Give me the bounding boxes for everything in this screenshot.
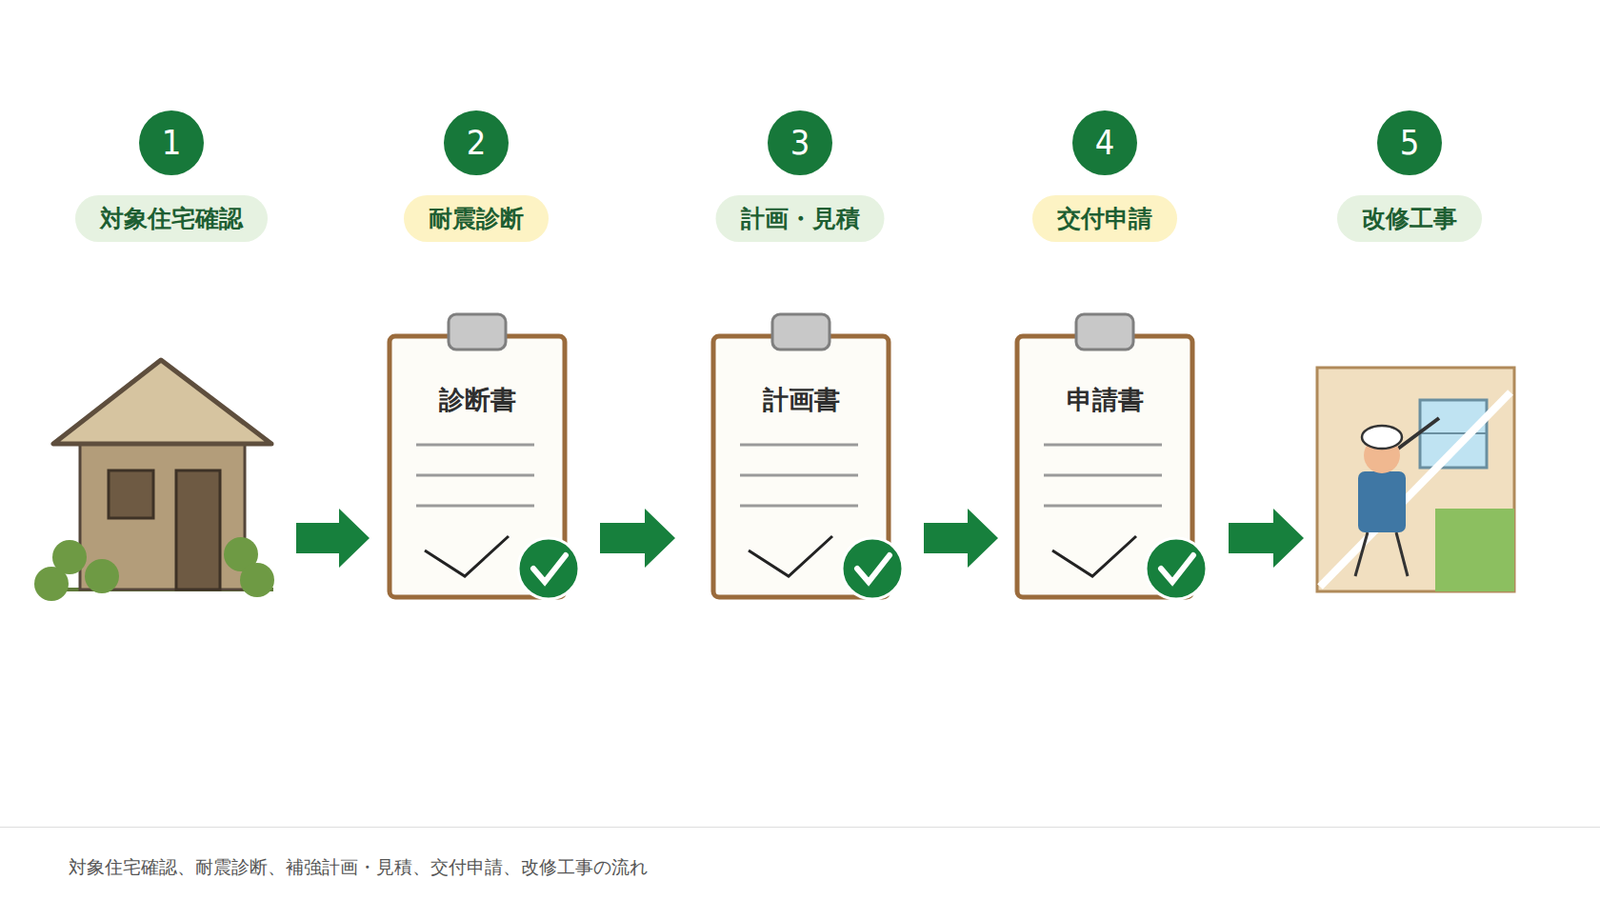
text-line: [740, 443, 859, 447]
step-number: 2: [443, 110, 509, 176]
bush: [84, 559, 120, 594]
bush: [34, 566, 69, 601]
step-illustration: [675, 104, 924, 610]
step-column: 2 耐震診断診断書: [369, 104, 600, 610]
check-mark: [1052, 536, 1137, 577]
green-panel: [1435, 508, 1515, 592]
room-window: [1420, 400, 1487, 468]
step-number: 1: [139, 110, 204, 176]
step-label: 対象住宅確認: [75, 195, 268, 242]
separator-line: [0, 826, 1600, 828]
house-window: [108, 470, 154, 519]
step-label: 耐震診断: [403, 195, 549, 242]
step-number: 3: [767, 110, 833, 176]
bush: [240, 562, 275, 598]
check-badge: [841, 538, 903, 600]
document-title: 計画書: [762, 382, 840, 418]
step-column: 1 対象住宅確認: [22, 104, 297, 610]
house-door: [176, 470, 220, 590]
text-line: [1043, 443, 1162, 447]
room-wall: [1317, 367, 1515, 592]
text-line: [740, 504, 859, 508]
worker-body: [1358, 471, 1406, 533]
step-column: 3 計画・見積計画書: [675, 104, 924, 610]
check-mark: [748, 536, 833, 577]
text-line: [416, 474, 535, 478]
worker-hat: [1361, 425, 1402, 449]
text-line: [416, 443, 535, 447]
step-illustration: [1303, 104, 1524, 610]
text-line: [740, 474, 859, 478]
step-column: 4 交付申請申請書: [998, 104, 1229, 610]
clipboard-clip: [772, 314, 830, 350]
check-badge: [1145, 538, 1207, 600]
check-badge-mark: [1160, 555, 1194, 582]
step-number: 5: [1377, 110, 1442, 176]
clipboard-clip: [1076, 314, 1134, 350]
step-illustration: [369, 104, 600, 610]
step-label: 改修工事: [1337, 195, 1482, 242]
worker-tool: [1398, 418, 1440, 449]
step-number: 4: [1072, 110, 1138, 176]
caption: 対象住宅確認、耐震診断、補強計画・見積、交付申請、改修工事の流れ: [68, 855, 648, 880]
step-label: 交付申請: [1032, 195, 1178, 242]
flow-arrow: [1228, 508, 1304, 568]
step-label: 計画・見積: [716, 195, 885, 242]
text-line: [1043, 474, 1162, 478]
check-badge: [518, 538, 580, 600]
house-roof: [53, 360, 272, 444]
worker-leg: [1355, 532, 1368, 577]
check-badge-mark: [533, 555, 566, 582]
clipboard-clip: [448, 314, 506, 350]
text-line: [416, 504, 535, 508]
window-bar: [1420, 432, 1487, 435]
flow-arrow: [923, 508, 999, 568]
flow-arrow: [600, 508, 676, 568]
text-line: [1043, 504, 1162, 508]
step-illustration: [22, 104, 297, 610]
flow-arrow: [296, 508, 370, 568]
step-illustration: [998, 104, 1229, 610]
step-column: 5 改修工事: [1303, 104, 1524, 610]
document-title: 診断書: [439, 382, 517, 418]
diagonal-brace: [1320, 392, 1511, 587]
check-badge-mark: [857, 555, 890, 582]
check-mark: [424, 536, 509, 577]
worker-leg: [1396, 532, 1408, 577]
document-title: 申請書: [1066, 382, 1144, 418]
